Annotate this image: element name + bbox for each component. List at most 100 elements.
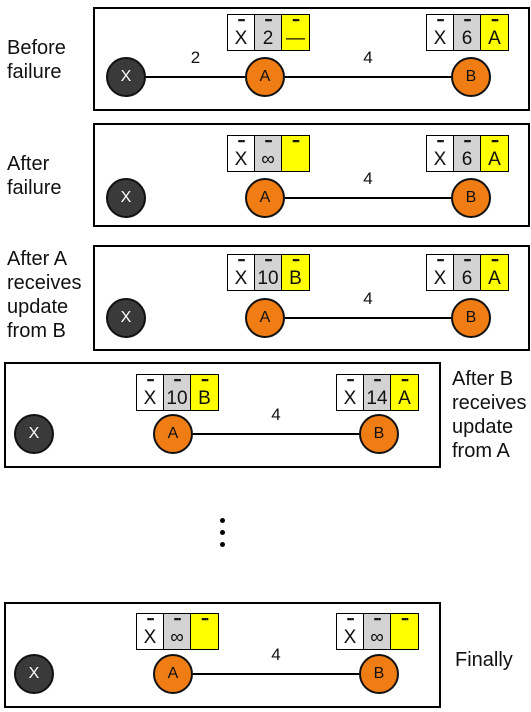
cell-value: X bbox=[234, 268, 248, 289]
node-a: A bbox=[245, 57, 285, 97]
cell-value: 10 bbox=[257, 268, 279, 289]
ellipsis-icon: ▪▪▪ bbox=[201, 614, 209, 624]
table-cell-dist: ▪▪▪6 bbox=[454, 255, 481, 290]
ellipsis-icon: ▪▪▪ bbox=[264, 136, 273, 146]
cost-a-b: 4 bbox=[271, 405, 281, 424]
table-cell-dist: ▪▪▪ 6 bbox=[454, 136, 481, 171]
table-cell-dest: ▪▪▪X bbox=[228, 136, 255, 171]
table-cell-dest: ▪▪▪ X bbox=[427, 136, 454, 171]
cell-value: X bbox=[234, 149, 248, 170]
ellipsis-icon: ▪▪▪ bbox=[173, 375, 182, 385]
cell-value: X bbox=[433, 28, 447, 49]
ellipsis-icon: ▪▪▪ bbox=[146, 375, 155, 385]
table-cell-dist: ▪▪▪6 bbox=[454, 15, 481, 50]
cell-value: 6 bbox=[461, 149, 473, 170]
table-cell-hop: ▪▪▪B bbox=[191, 375, 218, 410]
ellipsis-icon: ▪▪▪ bbox=[292, 15, 300, 25]
routing-table-b: ▪▪▪ X ▪▪▪ 14▪▪▪A bbox=[336, 374, 419, 411]
cell-value: B bbox=[289, 268, 302, 289]
ellipsis-icon: ▪▪▪ bbox=[237, 15, 246, 25]
routing-table-b: ▪▪▪ X ▪▪▪6 ▪▪▪ A bbox=[426, 14, 509, 51]
cell-value: 14 bbox=[366, 388, 388, 409]
cell-value: A bbox=[488, 28, 501, 49]
node-b: B bbox=[451, 57, 491, 97]
ellipsis-icon: ▪▪▪ bbox=[346, 614, 355, 624]
routing-table-b: ▪▪▪X▪▪▪6▪▪▪A bbox=[426, 254, 509, 291]
ellipsis-icon: ▪▪▪ bbox=[463, 255, 472, 265]
cell-value: ∞ bbox=[370, 627, 384, 648]
table-cell-hop: ▪▪▪ bbox=[282, 136, 309, 171]
cell-value: X bbox=[343, 388, 357, 409]
stage-label: Before failure bbox=[7, 37, 66, 83]
table-cell-dist: ▪▪▪ 10 bbox=[255, 255, 282, 290]
ellipsis-icon: ▪▪▪ bbox=[491, 15, 499, 25]
ellipsis-vertical-icon bbox=[216, 518, 228, 554]
cell-value: X bbox=[143, 388, 157, 409]
node-a: A bbox=[153, 414, 193, 454]
cell-value: — bbox=[286, 28, 305, 49]
table-cell-hop: ▪▪▪A bbox=[481, 136, 508, 171]
ellipsis-icon: ▪▪▪ bbox=[436, 255, 445, 265]
ellipsis-icon: ▪▪▪ bbox=[146, 614, 155, 624]
link-a-b bbox=[285, 197, 451, 199]
routing-table-a: ▪▪▪ X ▪▪▪∞ ▪▪▪ bbox=[136, 613, 219, 650]
table-cell-dist: ▪▪▪2 bbox=[255, 15, 282, 50]
cell-value: X bbox=[234, 28, 248, 49]
table-cell-dest: ▪▪▪ X bbox=[337, 375, 364, 410]
table-cell-dist: ▪▪▪ ∞ bbox=[255, 136, 282, 171]
link-a-b bbox=[285, 76, 451, 78]
ellipsis-icon: ▪▪▪ bbox=[264, 15, 273, 25]
ellipsis-icon: ▪▪▪ bbox=[436, 15, 445, 25]
routing-table-b: ▪▪▪ X ▪▪▪ ∞ ▪▪▪ bbox=[336, 613, 419, 650]
cost-a-b: 4 bbox=[363, 169, 373, 188]
ellipsis-icon: ▪▪▪ bbox=[201, 375, 209, 385]
table-cell-dest: ▪▪▪ X bbox=[228, 255, 255, 290]
node-b: B bbox=[359, 414, 399, 454]
table-cell-dist: ▪▪▪∞ bbox=[164, 614, 191, 649]
table-cell-dest: ▪▪▪X bbox=[427, 255, 454, 290]
ellipsis-icon: ▪▪▪ bbox=[373, 375, 382, 385]
ellipsis-icon: ▪▪▪ bbox=[463, 136, 472, 146]
node-x: X bbox=[106, 57, 146, 97]
cost-a-b: 4 bbox=[363, 48, 373, 67]
table-cell-hop: ▪▪▪A bbox=[391, 375, 418, 410]
link-a-b bbox=[193, 673, 359, 675]
ellipsis-icon: ▪▪▪ bbox=[491, 255, 499, 265]
table-cell-dest: ▪▪▪ X bbox=[137, 375, 164, 410]
cell-value: X bbox=[433, 149, 447, 170]
cell-value: A bbox=[488, 268, 501, 289]
ellipsis-icon: ▪▪▪ bbox=[264, 255, 273, 265]
ellipsis-icon: ▪▪▪ bbox=[237, 255, 246, 265]
table-cell-hop: ▪▪▪B bbox=[282, 255, 309, 290]
cell-value: 6 bbox=[461, 28, 473, 49]
table-cell-dest: ▪▪▪ X bbox=[228, 15, 255, 50]
routing-table-a: ▪▪▪X ▪▪▪ ∞ ▪▪▪ bbox=[227, 135, 310, 172]
cell-value: 10 bbox=[166, 388, 188, 409]
ellipsis-icon: ▪▪▪ bbox=[401, 614, 409, 624]
table-cell-hop: ▪▪▪ bbox=[391, 614, 418, 649]
ellipsis-icon: ▪▪▪ bbox=[346, 375, 355, 385]
link-a-b bbox=[285, 317, 451, 319]
node-a: A bbox=[245, 178, 285, 218]
cell-value: X bbox=[143, 627, 157, 648]
table-cell-hop: ▪▪▪ bbox=[191, 614, 218, 649]
node-b: B bbox=[451, 298, 491, 338]
table-cell-dest: ▪▪▪ X bbox=[427, 15, 454, 50]
node-b: B bbox=[359, 654, 399, 694]
table-cell-hop: ▪▪▪ A bbox=[481, 15, 508, 50]
table-cell-dest: ▪▪▪ X bbox=[337, 614, 364, 649]
table-cell-dest: ▪▪▪ X bbox=[137, 614, 164, 649]
routing-table-b: ▪▪▪ X ▪▪▪ 6 ▪▪▪A bbox=[426, 135, 509, 172]
table-cell-hop: ▪▪▪ — bbox=[282, 15, 309, 50]
cell-value: ∞ bbox=[261, 149, 275, 170]
routing-table-a: ▪▪▪ X ▪▪▪ 10▪▪▪B bbox=[136, 374, 219, 411]
cell-value: X bbox=[343, 627, 357, 648]
cell-value: ∞ bbox=[170, 627, 184, 648]
node-x: X bbox=[14, 654, 54, 694]
ellipsis-icon: ▪▪▪ bbox=[436, 136, 445, 146]
ellipsis-icon: ▪▪▪ bbox=[373, 614, 382, 624]
stage-label: After A receives update from B bbox=[7, 248, 82, 342]
node-x: X bbox=[106, 178, 146, 218]
cost-a-b: 4 bbox=[271, 645, 281, 664]
